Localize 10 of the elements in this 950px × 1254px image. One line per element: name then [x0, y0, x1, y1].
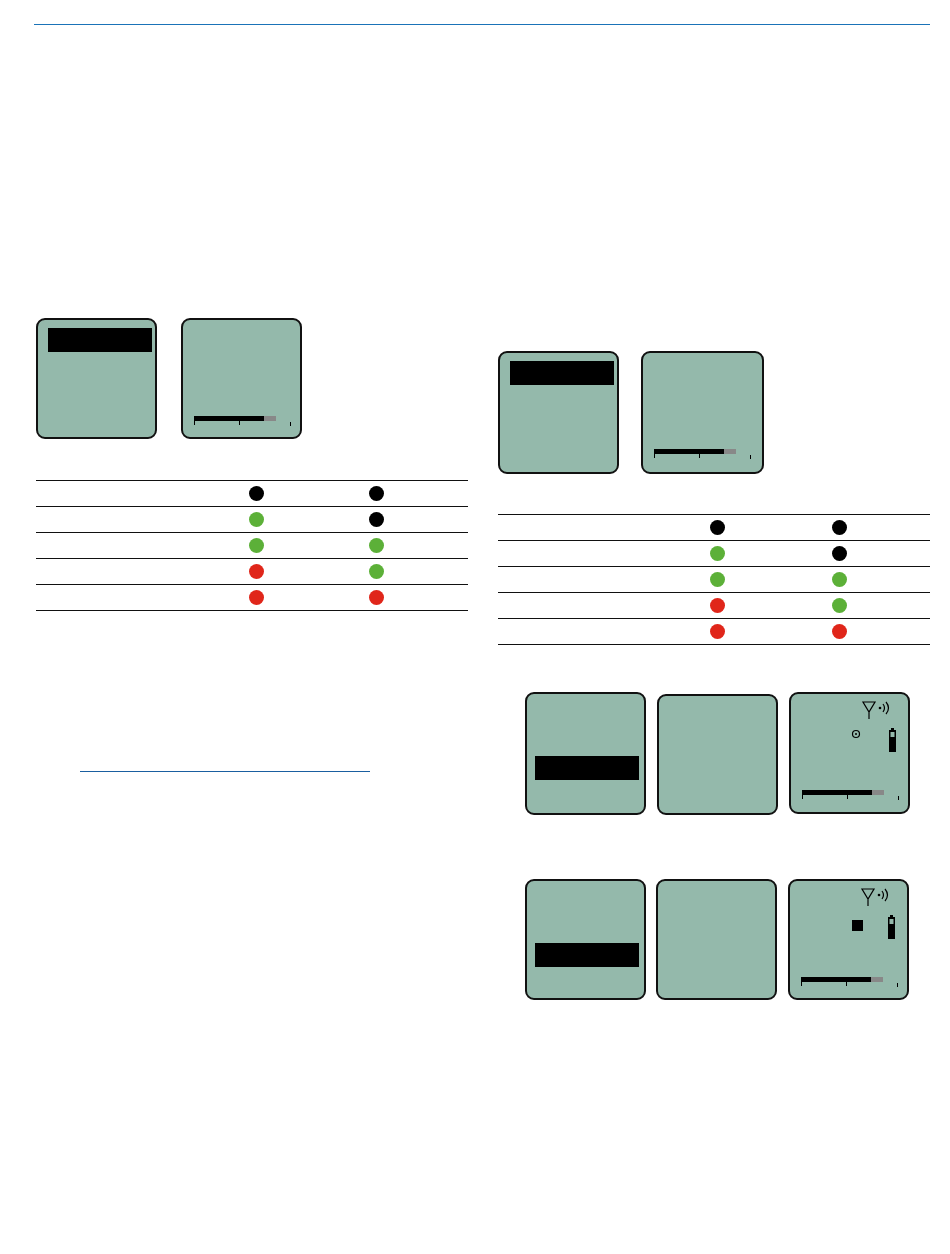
lcd-screen: [36, 318, 157, 439]
lcd-screen: [525, 692, 646, 815]
lcd-screen: [788, 879, 909, 1000]
lcd-screen: [789, 692, 910, 814]
lcd-screen: [656, 879, 777, 1000]
lcd-screen: [525, 879, 646, 1000]
lcd-screen: [657, 694, 778, 815]
lcd-screen: [641, 351, 764, 474]
lcd-screen: [498, 351, 619, 474]
lcd-screen: [181, 318, 302, 439]
